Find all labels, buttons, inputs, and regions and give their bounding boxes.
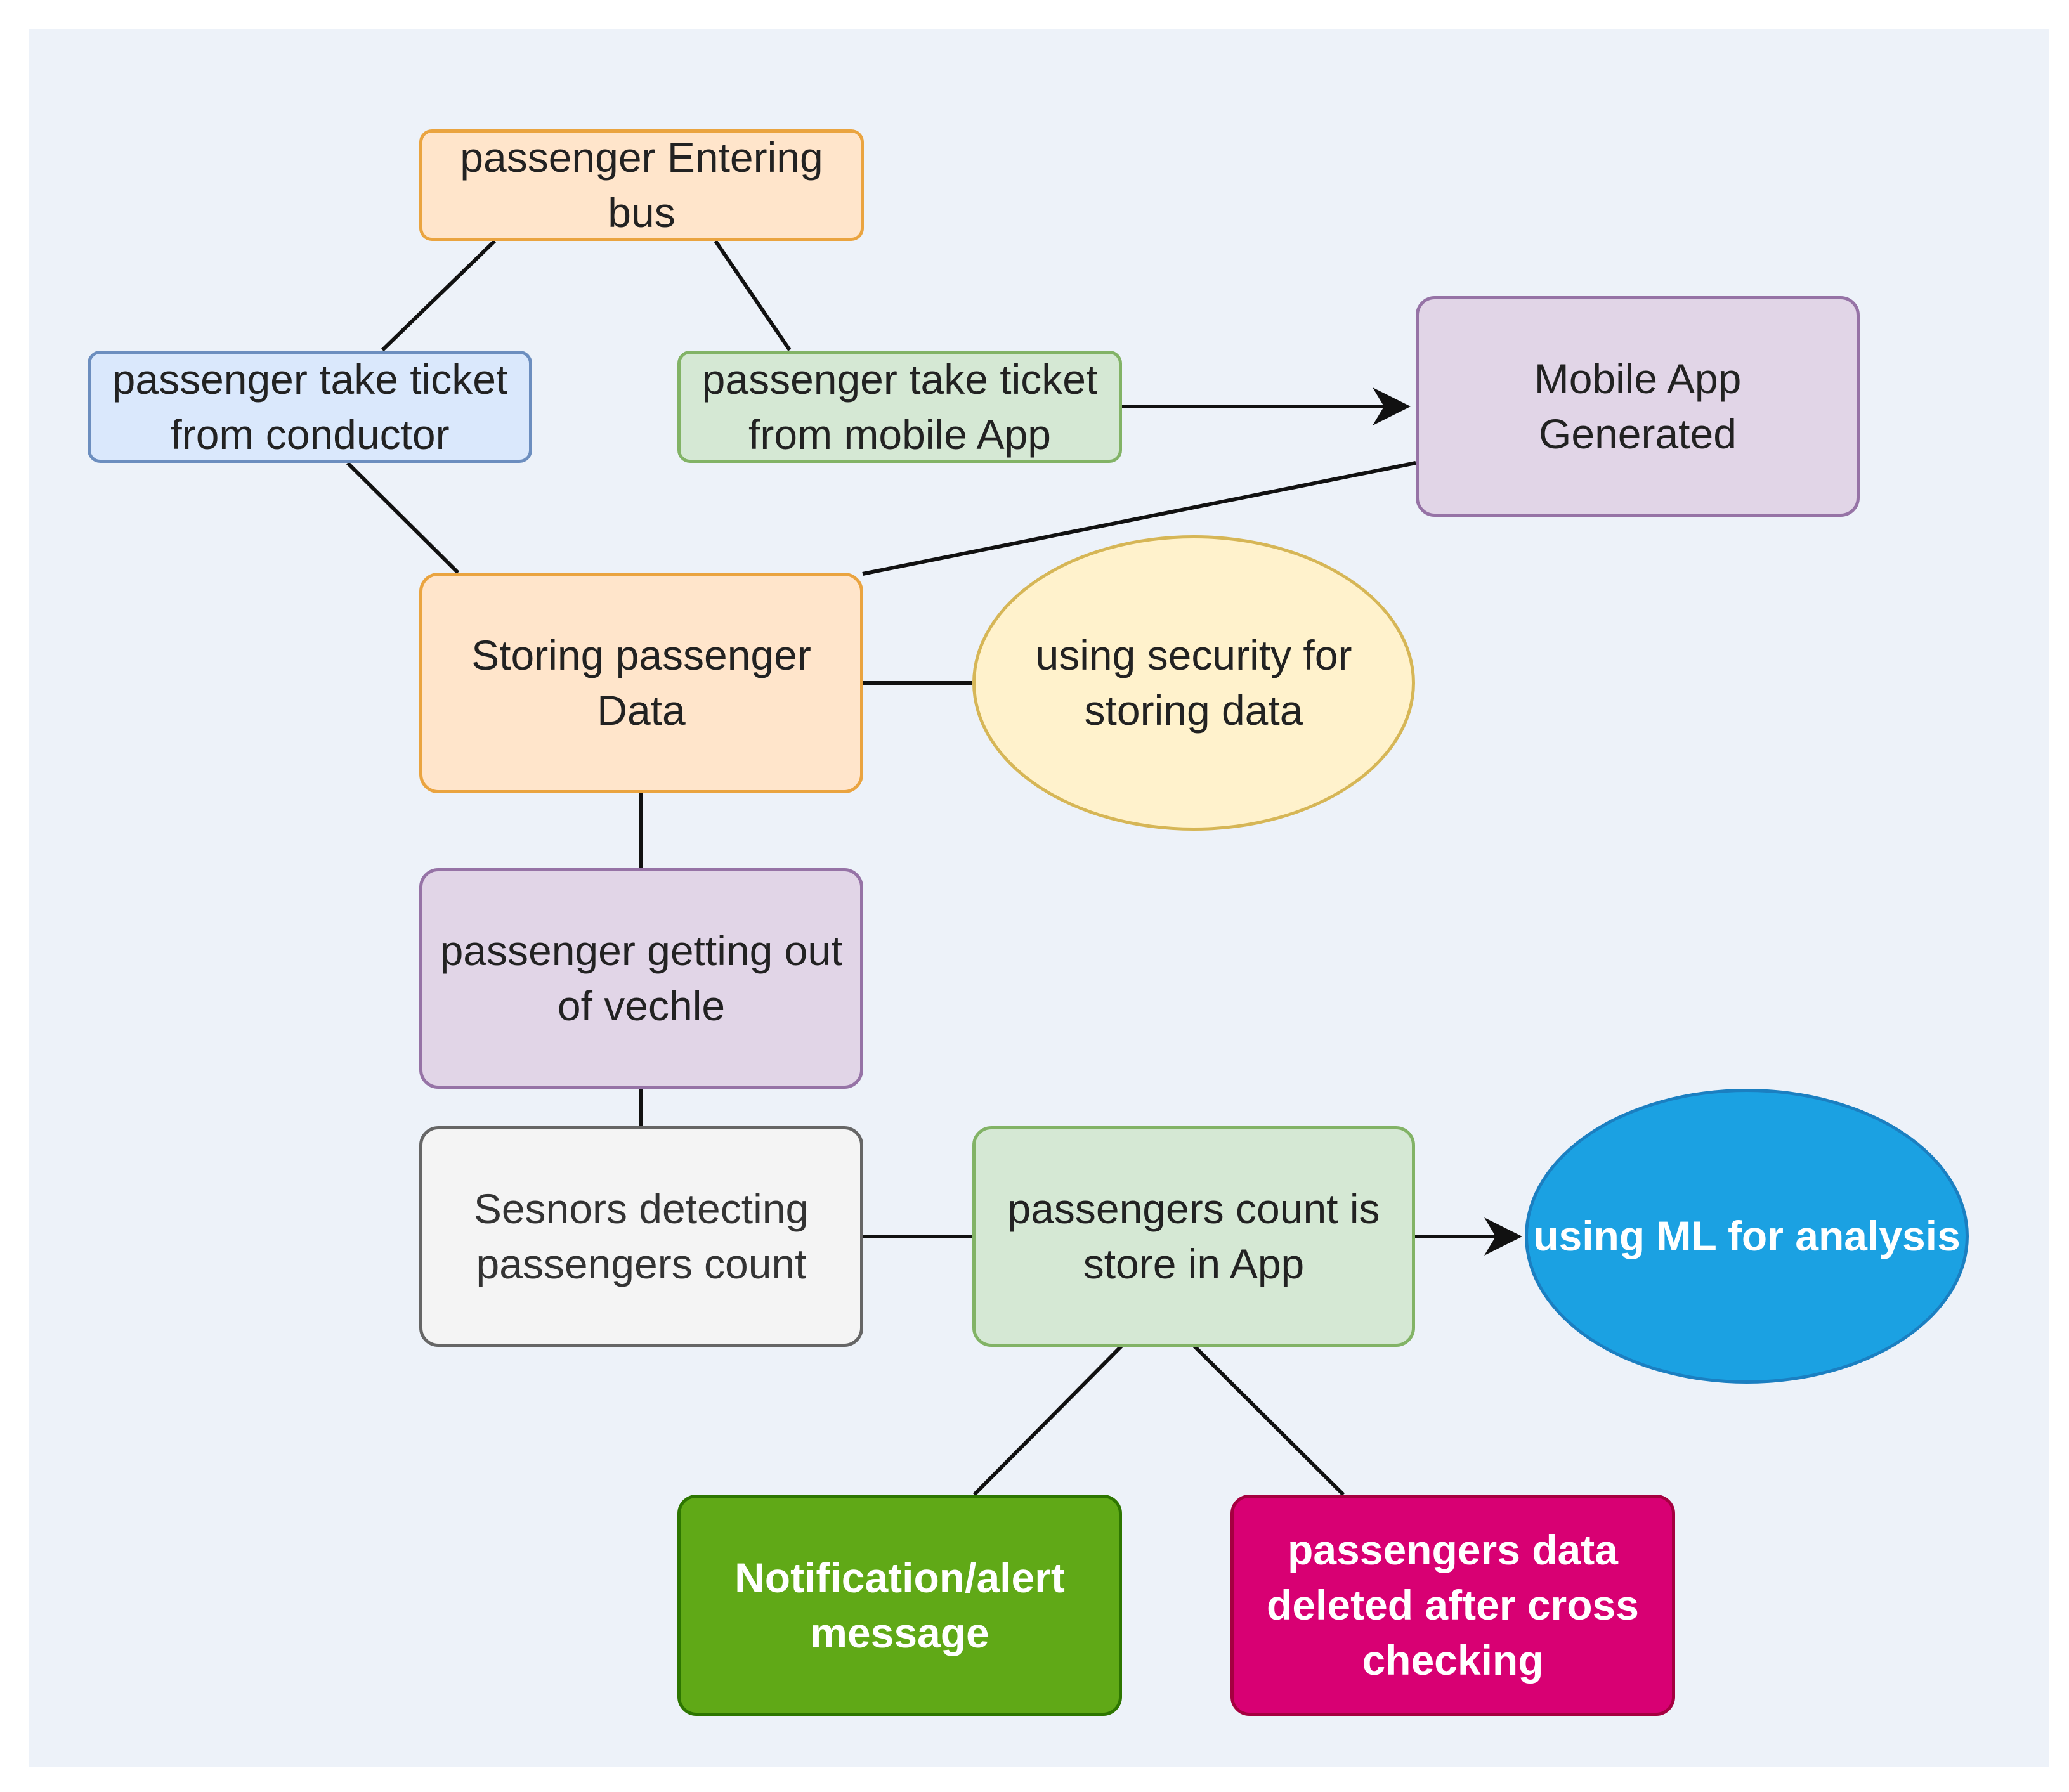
node-security-for-storing-data[interactable]: using security for storing data	[972, 535, 1415, 831]
edge-conductor-to-storing	[346, 461, 460, 575]
edge-entering-to-mobile	[714, 240, 792, 351]
node-data-deleted[interactable]: passengers data deleted after cross chec…	[1230, 1495, 1675, 1716]
node-ml-analysis[interactable]: using ML for analysis	[1525, 1089, 1969, 1384]
node-passengers-count-stored[interactable]: passengers count is store in App	[972, 1126, 1415, 1347]
edge-storing-to-app-generated	[862, 461, 1416, 576]
node-passenger-getting-out[interactable]: passenger getting out of vechle	[419, 868, 863, 1089]
node-sensors-detecting-count[interactable]: Sesnors detecting passengers count	[419, 1126, 863, 1347]
node-ticket-from-conductor[interactable]: passenger take ticket from conductor	[88, 351, 532, 463]
edge-entering-to-conductor	[381, 239, 497, 352]
node-notification-alert[interactable]: Notification/alert message	[677, 1495, 1122, 1716]
edge-count-to-deleted	[1192, 1344, 1345, 1497]
edge-count-to-notification	[972, 1344, 1123, 1497]
node-passenger-entering-bus[interactable]: passenger Entering bus	[419, 129, 864, 241]
node-storing-passenger-data[interactable]: Storing passenger Data	[419, 573, 863, 793]
node-mobile-app-generated[interactable]: Mobile App Generated	[1416, 296, 1860, 517]
node-ticket-from-mobile-app[interactable]: passenger take ticket from mobile App	[677, 351, 1122, 463]
